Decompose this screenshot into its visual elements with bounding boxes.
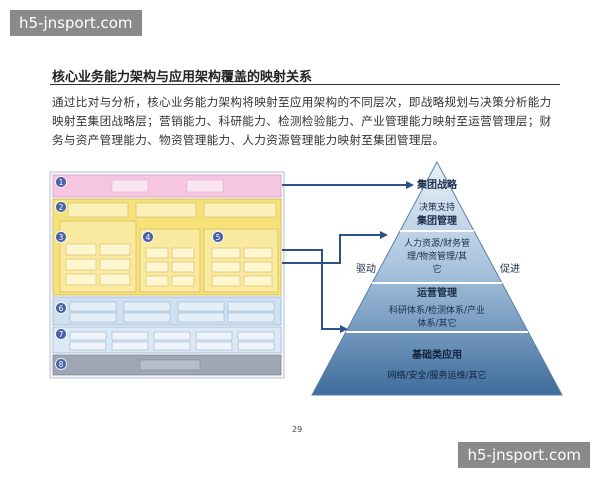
capability-block [139,359,201,371]
capability-block [135,202,197,218]
pyramid-level-detail: 网络/安全/服务运维/其它 [387,369,486,381]
capability-cell [111,331,149,341]
number-badge-label: 2 [59,203,64,212]
number-badge-label: 3 [59,233,64,242]
intro-paragraph: 通过比对与分析，核心业务能力架构将映射至应用架构的不同层次，即战略规划与决策分析… [52,95,552,147]
mapping-arrows [282,181,414,333]
pyramid-side-label-left: 驱动 [356,263,376,275]
capability-cell [69,331,107,341]
capability-cells [69,301,275,323]
capability-band-1 [52,174,282,198]
capability-cell [65,273,97,286]
capability-block [186,179,224,193]
capability-cell [145,275,169,287]
capability-cell [227,301,275,312]
pyramid-level-detail: 人力资源/财务管 [404,237,470,249]
pyramid-side-label-right: 促进 [500,262,520,275]
capability-cell [69,301,117,312]
number-badge-label: 1 [59,178,64,187]
capability-cell [99,243,131,256]
number-badge-8: 8 [55,358,67,370]
capability-cell [145,247,169,259]
pyramid-level-detail: 理/物资管理/其 [407,250,467,262]
pyramid-level-detail: 它 [432,263,441,275]
number-badge-6: 6 [55,302,67,314]
capability-block [67,202,129,218]
capability-cell [65,258,97,271]
capability-cell [177,312,225,323]
capability-cell [153,341,191,351]
arrow-operations [282,249,348,333]
capability-cell [65,243,97,256]
arrow-group-management [282,231,388,264]
number-badge-3: 3 [55,231,67,243]
slide-title: 核心业务能力架构与应用架构覆盖的映射关系 [52,70,313,85]
capability-cell [237,331,275,341]
pyramid-level-detail: 科研体系/检测体系/产业 [389,304,485,316]
pyramid-level-title: 基础类应用 [411,348,462,361]
capability-cell [195,341,233,351]
capability-cell [171,247,195,259]
capability-cells [69,331,275,351]
capability-cell [243,247,273,259]
number-badge-1: 1 [55,176,67,188]
capability-cell [111,341,149,351]
number-badge-7: 7 [55,328,67,340]
capability-cell [123,301,171,312]
watermark-bottom: h5-jnsport.com [458,442,590,468]
capability-block [111,179,149,193]
capability-cell [99,258,131,271]
number-badge-label: 6 [59,304,64,313]
pyramid-level-title: 运营管理 [417,286,457,299]
capability-cell [99,273,131,286]
capability-cell [123,312,171,323]
pyramid-level-detail: 决策支持 [419,201,455,213]
capability-cell [171,275,195,287]
capability-cell [177,301,225,312]
number-badge-label: 8 [59,360,64,369]
number-badge-label: 4 [146,233,151,242]
capability-architecture: 1 2 3 4 5 6 7 8 [49,171,285,379]
capability-cell [211,275,241,287]
pyramid-shape [311,160,563,396]
application-pyramid: 集团战略 决策支持 集团管理 人力资源/财务管 理/物资管理/其 它 运营管理 … [311,160,563,396]
capability-cell [227,312,275,323]
watermark-top: h5-jnsport.com [10,10,142,36]
capability-block [203,202,277,218]
page-number: 29 [292,425,303,434]
number-badge-5: 5 [212,231,224,243]
number-badge-label: 7 [59,330,64,339]
pyramid-level-title: 集团战略 [416,178,458,191]
capability-cell [69,312,117,323]
number-badge-label: 5 [216,233,221,242]
capability-cell [211,261,241,273]
number-badge-2: 2 [55,201,67,213]
capability-cell [243,275,273,287]
capability-cell [145,261,169,273]
capability-cell [153,331,191,341]
title-divider [50,84,560,85]
number-badge-4: 4 [142,231,154,243]
capability-cell [237,341,275,351]
capability-cell [69,341,107,351]
pyramid-level-detail: 体系/其它 [417,317,456,329]
pyramid-level-title: 集团管理 [416,214,457,227]
capability-cells [65,243,273,287]
capability-cell [195,331,233,341]
capability-cell [211,247,241,259]
capability-cell [171,261,195,273]
capability-cell [243,261,273,273]
